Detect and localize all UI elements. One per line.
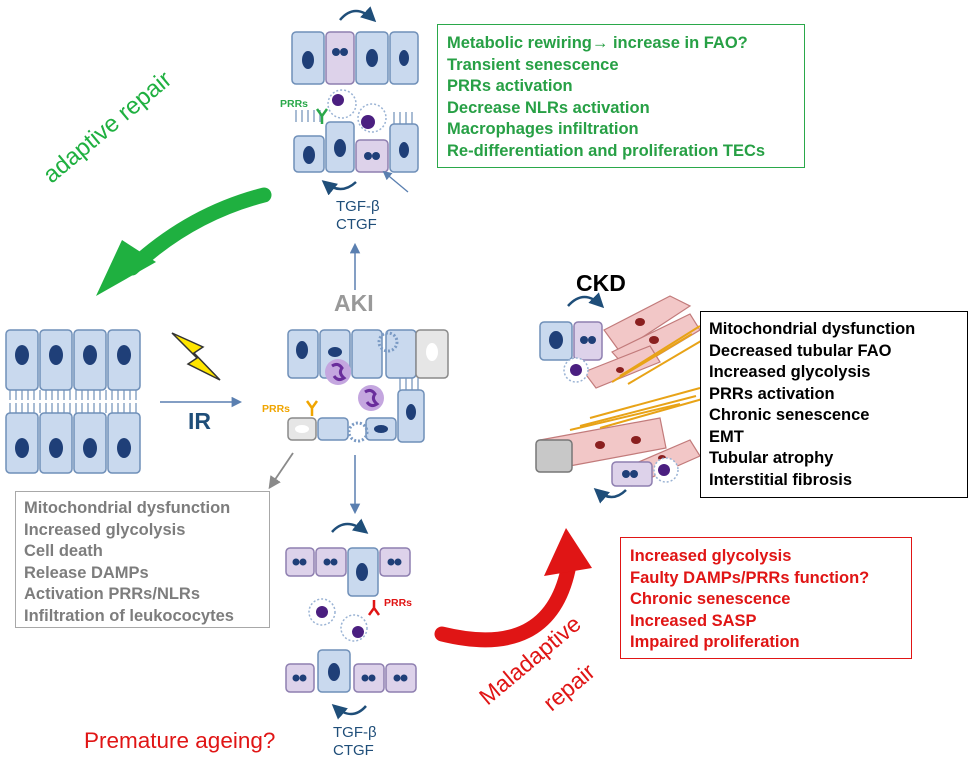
premature-ageing-label: Premature ageing? [84,728,276,753]
list-item: Impaired proliferation [630,633,800,651]
list-item: Decrease NLRs activation [447,98,650,117]
aki-to-injury-arrow [268,452,294,490]
maladaptive-repair-arrow [434,528,592,648]
ckd-outcomes-box: Mitochondrial dysfunction Decreased tubu… [700,311,968,498]
maladaptive-tubule [285,518,417,720]
list-item: Increased glycolysis [630,547,792,565]
prrs-label-adaptive: PRRs [280,98,309,110]
prrs-label-aki: PRRs [262,403,291,415]
list-item: Mitochondrial dysfunction [24,499,231,517]
ctgf-bottom-label: CTGF [333,742,374,759]
aki-label: AKI [334,290,374,316]
list-item: Macrophages infiltration [447,120,639,138]
list-item: PRRs activation [709,384,835,403]
list-item: Infiltration of leukococytes [24,606,234,625]
adaptive-repair-arrow [96,187,272,296]
list-item: Mitochondrial dysfunction [709,320,916,338]
aki-tubule [287,329,449,443]
list-item: Decreased tubular FAO [709,341,892,360]
ir-label: IR [188,408,211,434]
ckd-label: CKD [576,270,626,296]
ctgf-top-label: CTGF [336,216,377,233]
list-item: Chronic senescence [709,406,870,424]
list-item: Activation PRRs/NLRs [24,585,201,603]
tgf-top-label: TGF-β [336,198,380,215]
list-item: Release DAMPs [24,563,149,582]
list-item: Chronic senescence [630,590,791,608]
list-item: Increased glycolysis [709,363,871,381]
ckd-tissue [535,292,707,504]
list-item: Transient senescence [447,55,619,74]
maladaptive-outcomes-box: Increased glycolysis Faulty DAMPs/PRRs f… [620,537,912,659]
list-item: Increased glycolysis [24,520,186,539]
adaptive-tubule [291,6,419,196]
list-item: Metabolic rewiring→ increase in FAO? [447,34,748,52]
list-item: Re-differentiation and proliferation TEC… [447,141,766,160]
prrs-label-maladaptive: PRRs [384,597,413,609]
lightning-icon [171,332,221,381]
aki-injury-box: Mitochondrial dysfunction Increased glyc… [15,491,270,628]
list-item: Interstitial fibrosis [709,470,853,489]
list-item: EMT [709,427,744,446]
list-item: Faulty DAMPs/PRRs function? [630,568,870,587]
healthy-tubule [5,329,141,474]
adaptive-outcomes-box: Metabolic rewiring→ increase in FAO? Tra… [437,24,805,168]
list-item: Tubular atrophy [709,449,834,467]
list-item: PRRs activation [447,77,573,95]
list-item: Cell death [24,542,103,560]
list-item: Increased SASP [630,611,757,630]
tgf-bottom-label: TGF-β [333,724,377,741]
